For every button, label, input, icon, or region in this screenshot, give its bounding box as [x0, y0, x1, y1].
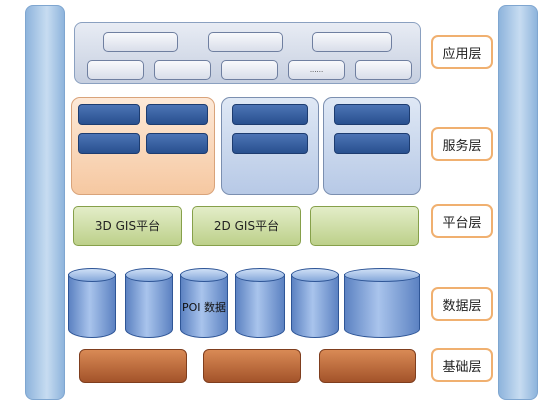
data-management-subsystem	[221, 97, 319, 195]
service-btn-1	[78, 104, 140, 125]
interface-service-subsystem	[71, 97, 215, 195]
platform-public-service	[310, 206, 419, 246]
db-elevation	[125, 268, 173, 338]
db-address-coding	[235, 268, 285, 338]
db-poi: POI 数据	[180, 268, 228, 338]
db-elevation-label	[125, 274, 173, 338]
base-hardware-env	[203, 349, 301, 383]
app-industry-gis	[103, 32, 178, 52]
ops-btn-2	[334, 133, 410, 154]
data-btn-1	[232, 104, 308, 125]
app-subsystem-more: ......	[288, 60, 345, 80]
db-thematic-label	[291, 274, 339, 338]
db-public-service	[344, 268, 420, 338]
db-public-service-label	[344, 274, 420, 338]
db-imagery-label	[68, 274, 116, 338]
ops-management-subsystem	[323, 97, 421, 195]
security-bar	[498, 5, 538, 400]
layer-label-base: 基础层	[431, 348, 493, 382]
layer-label-service: 服务层	[431, 127, 493, 161]
db-poi-label: POI 数据	[180, 274, 228, 338]
standards-bar	[25, 5, 65, 400]
layer-label-platform: 平台层	[431, 204, 493, 238]
db-address-coding-label	[235, 274, 285, 338]
db-imagery	[68, 268, 116, 338]
app-public-gis	[312, 32, 392, 52]
app-subsystem-public	[355, 60, 412, 80]
data-btn-2	[232, 133, 308, 154]
app-subsystem-3	[221, 60, 278, 80]
app-subsystem-2	[154, 60, 211, 80]
ops-btn-1	[334, 104, 410, 125]
base-network-env	[319, 349, 416, 383]
app-business-gis	[208, 32, 283, 52]
application-layer: ......	[74, 22, 421, 84]
service-btn-3	[78, 133, 140, 154]
db-thematic	[291, 268, 339, 338]
app-subsystem-1	[87, 60, 144, 80]
layer-label-data: 数据层	[431, 287, 493, 321]
layer-label-application: 应用层	[431, 35, 493, 69]
platform-3d-gis: 3D GIS平台	[73, 206, 182, 246]
base-software-env	[79, 349, 187, 383]
service-btn-4	[146, 133, 208, 154]
service-btn-2	[146, 104, 208, 125]
platform-2d-gis: 2D GIS平台	[192, 206, 301, 246]
